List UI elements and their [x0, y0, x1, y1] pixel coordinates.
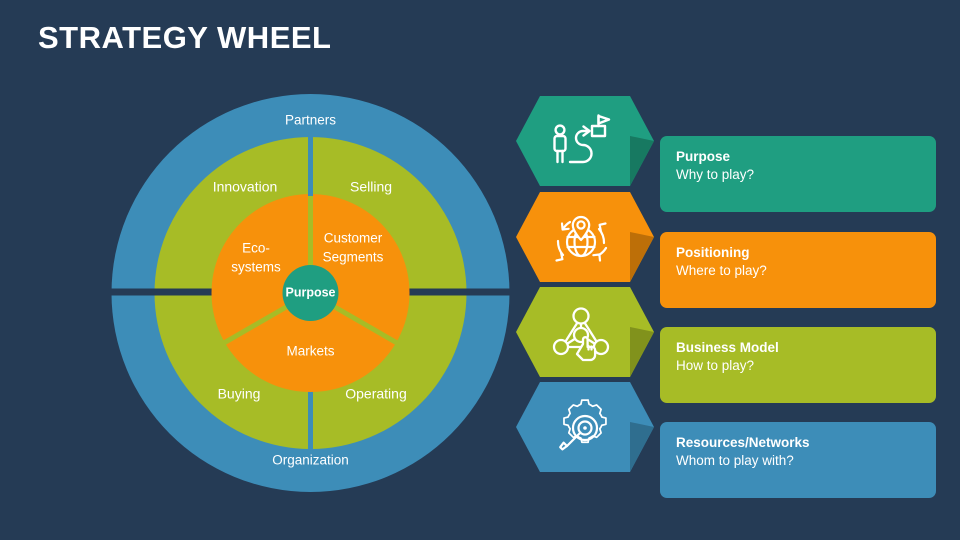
legend-subtitle: How to play? [676, 358, 755, 374]
chevron-shape [516, 96, 654, 186]
gear-magnifier-icon [550, 399, 612, 456]
legend-label-business-model[interactable]: Business Model How to play? [660, 327, 936, 403]
legend-label-purpose[interactable]: Purpose Why to play? [660, 136, 936, 212]
legend-subtitle: Why to play? [676, 167, 755, 183]
legend-subtitle: Where to play? [676, 263, 767, 279]
legend-item-purpose[interactable]: Purpose Why to play? [516, 96, 936, 212]
wheel-middle-label-innovation: Innovation [213, 179, 278, 195]
chevron-shadow [630, 232, 654, 282]
page-title: STRATEGY WHEEL [38, 20, 332, 55]
legend-subtitle: Whom to play with? [676, 453, 794, 469]
wheel-outer-label-organization: Organization [272, 453, 349, 468]
chevron-shadow [630, 422, 654, 472]
wheel-inner-label-customer-segments-line1: Customer [324, 231, 383, 246]
legend-list: Purpose Why to play? [516, 96, 936, 498]
legend-title: Purpose [676, 149, 731, 164]
wheel-inner-label-ecosystems-line2: systems [231, 260, 281, 275]
chevron-shadow [630, 136, 654, 186]
legend-title: Business Model [676, 340, 779, 355]
chevron-shadow [630, 327, 654, 377]
wheel-inner-label-customer-segments-line2: Segments [323, 250, 384, 265]
globe-location-pin-icon [550, 210, 612, 266]
wheel-center-hub[interactable] [282, 265, 339, 321]
legend-item-business-model[interactable]: Business Model How to play? [516, 287, 936, 403]
legend-item-positioning[interactable]: Positioning Where to play? [516, 192, 936, 308]
person-path-flag-icon [550, 114, 612, 170]
wheel-inner-label-ecosystems-line1: Eco- [242, 241, 270, 256]
legend-title: Positioning [676, 245, 750, 260]
network-hand-icon [550, 305, 612, 362]
wheel-middle-label-selling: Selling [350, 179, 392, 195]
wheel-outer-label-partners: Partners [285, 113, 336, 128]
strategy-wheel-diagram: Partners Organization Innovation Selling… [108, 90, 514, 496]
wheel-middle-label-operating: Operating [345, 386, 406, 402]
wheel-center-label: Purpose [285, 285, 335, 299]
legend-label-positioning[interactable]: Positioning Where to play? [660, 232, 936, 308]
legend-title: Resources/Networks [676, 435, 810, 450]
legend-label-resources-networks[interactable]: Resources/Networks Whom to play with? [660, 422, 936, 498]
wheel-middle-label-buying: Buying [218, 386, 261, 402]
legend-chevron-purpose[interactable] [516, 96, 654, 186]
wheel-inner-label-markets: Markets [286, 344, 334, 359]
legend-item-resources-networks[interactable]: Resources/Networks Whom to play with? [516, 382, 936, 498]
